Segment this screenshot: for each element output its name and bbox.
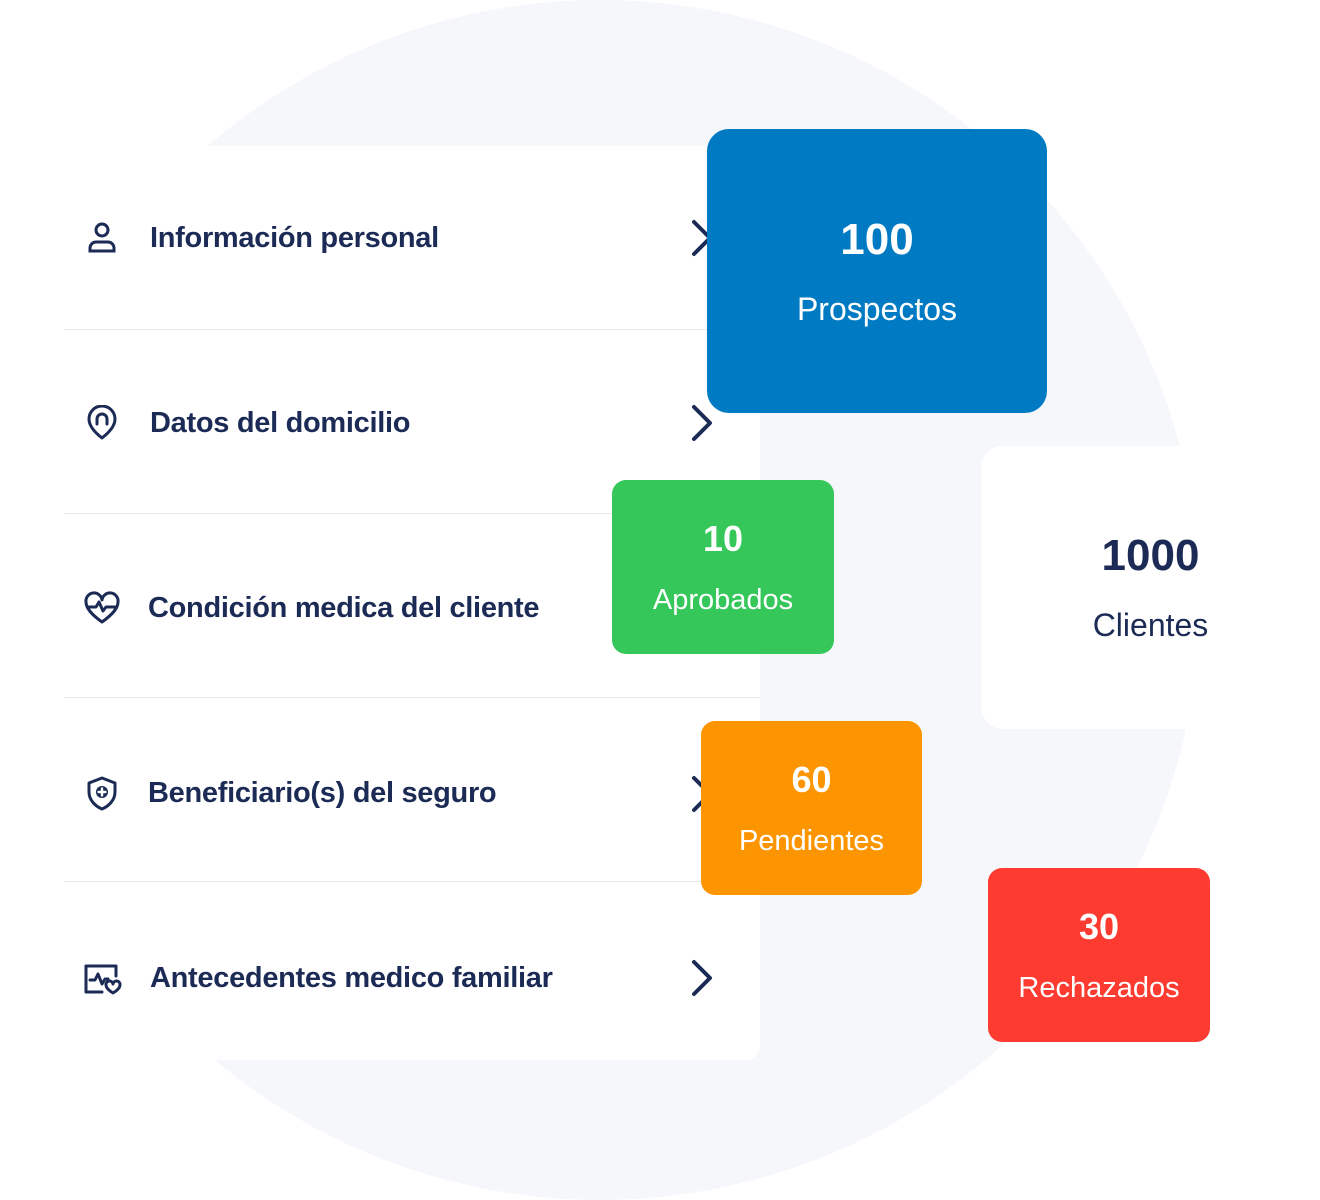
menu-item-label: Condición medica del cliente bbox=[148, 592, 540, 624]
divider bbox=[64, 697, 760, 698]
divider bbox=[64, 881, 760, 882]
chevron-right-icon bbox=[686, 956, 718, 1000]
menu-item-datos-domicilio[interactable]: Datos del domicilio bbox=[0, 330, 760, 514]
stat-card-prospectos[interactable]: 100 Prospectos bbox=[707, 129, 1047, 413]
shield-plus-icon bbox=[82, 773, 122, 813]
stat-value: 1000 bbox=[1101, 531, 1200, 580]
menu-item-label: Antecedentes medico familiar bbox=[150, 962, 553, 994]
divider bbox=[64, 329, 760, 330]
menu-item-beneficiarios[interactable]: Beneficiario(s) del seguro bbox=[0, 698, 760, 882]
menu-item-informacion-personal[interactable]: Información personal bbox=[0, 146, 760, 330]
menu-item-label: Información personal bbox=[150, 222, 439, 254]
stat-label: Pendientes bbox=[738, 824, 885, 857]
stat-card-aprobados[interactable]: 10 Aprobados bbox=[612, 480, 834, 654]
stat-label: Clientes bbox=[1092, 607, 1209, 643]
chevron-right-icon bbox=[686, 401, 718, 445]
stat-value: 10 bbox=[702, 517, 744, 559]
stat-value: 30 bbox=[1078, 905, 1120, 947]
medical-history-icon bbox=[82, 958, 122, 998]
stat-value: 60 bbox=[791, 758, 832, 800]
stat-card-rechazados[interactable]: 30 Rechazados bbox=[988, 868, 1210, 1042]
stat-card-pendientes[interactable]: 60 Pendientes bbox=[701, 721, 922, 895]
divider bbox=[64, 513, 760, 514]
menu-item-label: Beneficiario(s) del seguro bbox=[148, 777, 497, 809]
stat-label: Rechazados bbox=[1018, 971, 1180, 1004]
menu-item-antecedentes[interactable]: Antecedentes medico familiar bbox=[0, 884, 760, 1068]
menu-item-condicion-medica[interactable]: Condición medica del cliente bbox=[0, 514, 760, 698]
menu-item-label: Datos del domicilio bbox=[150, 407, 411, 439]
stat-label: Prospectos bbox=[796, 290, 958, 327]
stat-label: Aprobados bbox=[652, 583, 794, 616]
location-pin-icon bbox=[82, 403, 122, 443]
stat-value: 100 bbox=[840, 214, 914, 264]
heart-pulse-icon bbox=[82, 588, 122, 628]
stat-card-clientes[interactable]: 1000 Clientes bbox=[981, 446, 1320, 729]
user-icon bbox=[82, 218, 122, 258]
